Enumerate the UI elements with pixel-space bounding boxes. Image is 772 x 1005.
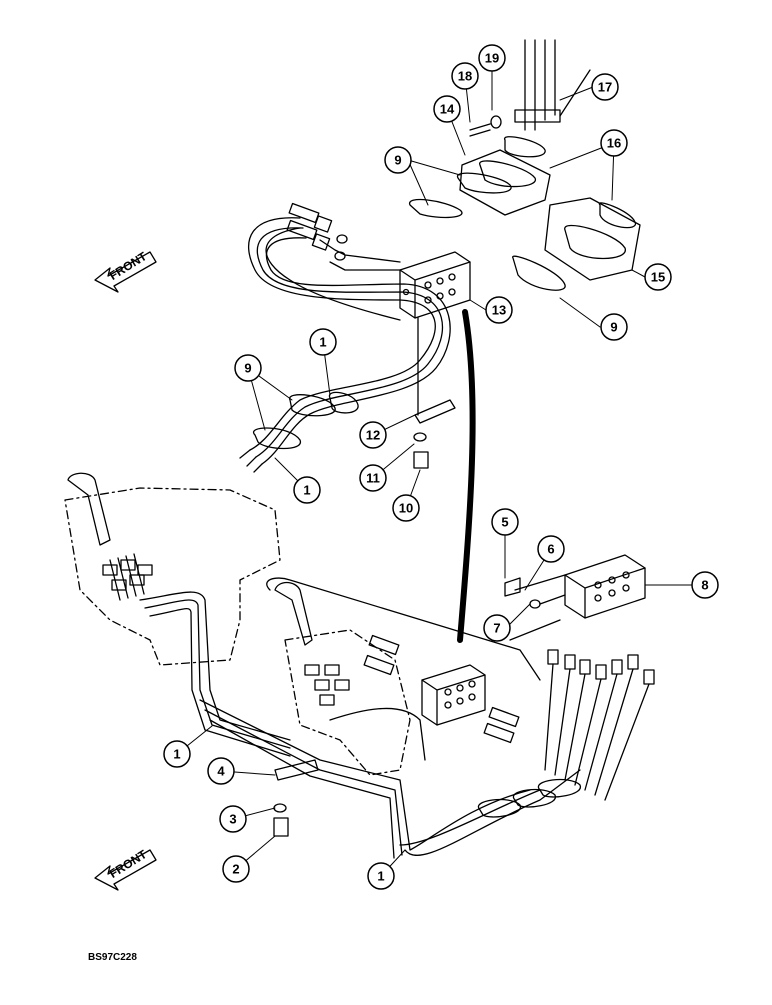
- callout-circle-6: [537, 535, 565, 563]
- manifold-block-8: [504, 554, 646, 641]
- rubber-clamp-blocks: [459, 149, 641, 281]
- callout-circle-8: [691, 571, 719, 599]
- callout-circle-12: [359, 421, 387, 449]
- bracket-12: [413, 317, 456, 469]
- callout-9a: 9: [394, 153, 401, 168]
- callout-circle-16: [600, 129, 628, 157]
- callout-14: 14: [440, 102, 455, 117]
- callout-16: 16: [607, 136, 621, 151]
- callout-circle-17: [591, 73, 619, 101]
- callout-circle-4: [207, 757, 235, 785]
- callout-11: 11: [366, 471, 380, 486]
- left-control-valve: [64, 472, 291, 757]
- callout-3: 3: [229, 812, 236, 827]
- callout-1d: 1: [377, 869, 384, 884]
- lower-tube-bundle: [199, 577, 581, 859]
- bracket-4: [273, 759, 319, 837]
- callout-circle-9c: [234, 354, 262, 382]
- callout-4: 4: [217, 764, 225, 779]
- callout-2: 2: [232, 862, 239, 877]
- left-grommets: [252, 391, 359, 450]
- callout-circle-10: [392, 494, 420, 522]
- callout-circle-1c: [163, 740, 191, 768]
- callout-9c: 9: [244, 361, 251, 376]
- upper-hose-fittings: [286, 202, 348, 261]
- callout-18: 18: [458, 69, 472, 84]
- front-arrow-upper: [94, 251, 157, 293]
- callout-circle-1a: [309, 328, 337, 356]
- callout-15: 15: [651, 270, 665, 285]
- callout-6: 6: [547, 542, 554, 557]
- lower-manifold-block: [363, 634, 520, 744]
- callout-circle-1b: [293, 476, 321, 504]
- callout-circle-15: [644, 263, 672, 291]
- callout-markers: [163, 44, 719, 890]
- callout-circle-11: [359, 464, 387, 492]
- callout-1c: 1: [173, 747, 180, 762]
- callout-circle-1d: [367, 862, 395, 890]
- right-hose-fittings: [477, 649, 655, 818]
- upper-grommets: [409, 172, 636, 291]
- callout-9b: 9: [610, 320, 617, 335]
- callout-17: 17: [598, 80, 612, 95]
- callout-1a: 1: [319, 335, 326, 350]
- callout-circle-18: [451, 62, 479, 90]
- callout-circle-19: [478, 44, 506, 72]
- callout-1b: 1: [303, 483, 310, 498]
- upper-mounting-clamp: [469, 39, 591, 158]
- callout-circle-2: [222, 855, 250, 883]
- callout-12: 12: [366, 428, 380, 443]
- callout-numbers: 19 18 14 17 9 16 15 13 9 1 9 12 11 1 10 …: [173, 51, 708, 884]
- callout-circle-14: [433, 95, 461, 123]
- callout-circle-5: [491, 508, 519, 536]
- callout-circle-13: [485, 296, 513, 324]
- callout-circle-3: [219, 805, 247, 833]
- front-arrow-lower: [94, 849, 157, 891]
- callout-7: 7: [493, 621, 500, 636]
- right-control-valve: [274, 581, 426, 776]
- callout-5: 5: [501, 515, 508, 530]
- callout-10: 10: [399, 501, 413, 516]
- callout-19: 19: [485, 51, 499, 66]
- callout-circle-9b: [600, 313, 628, 341]
- callout-circle-9a: [384, 146, 412, 174]
- callout-circle-7: [483, 614, 511, 642]
- callout-13: 13: [492, 303, 506, 318]
- figure-reference-code: BS97C228: [88, 952, 137, 963]
- callout-8: 8: [701, 578, 708, 593]
